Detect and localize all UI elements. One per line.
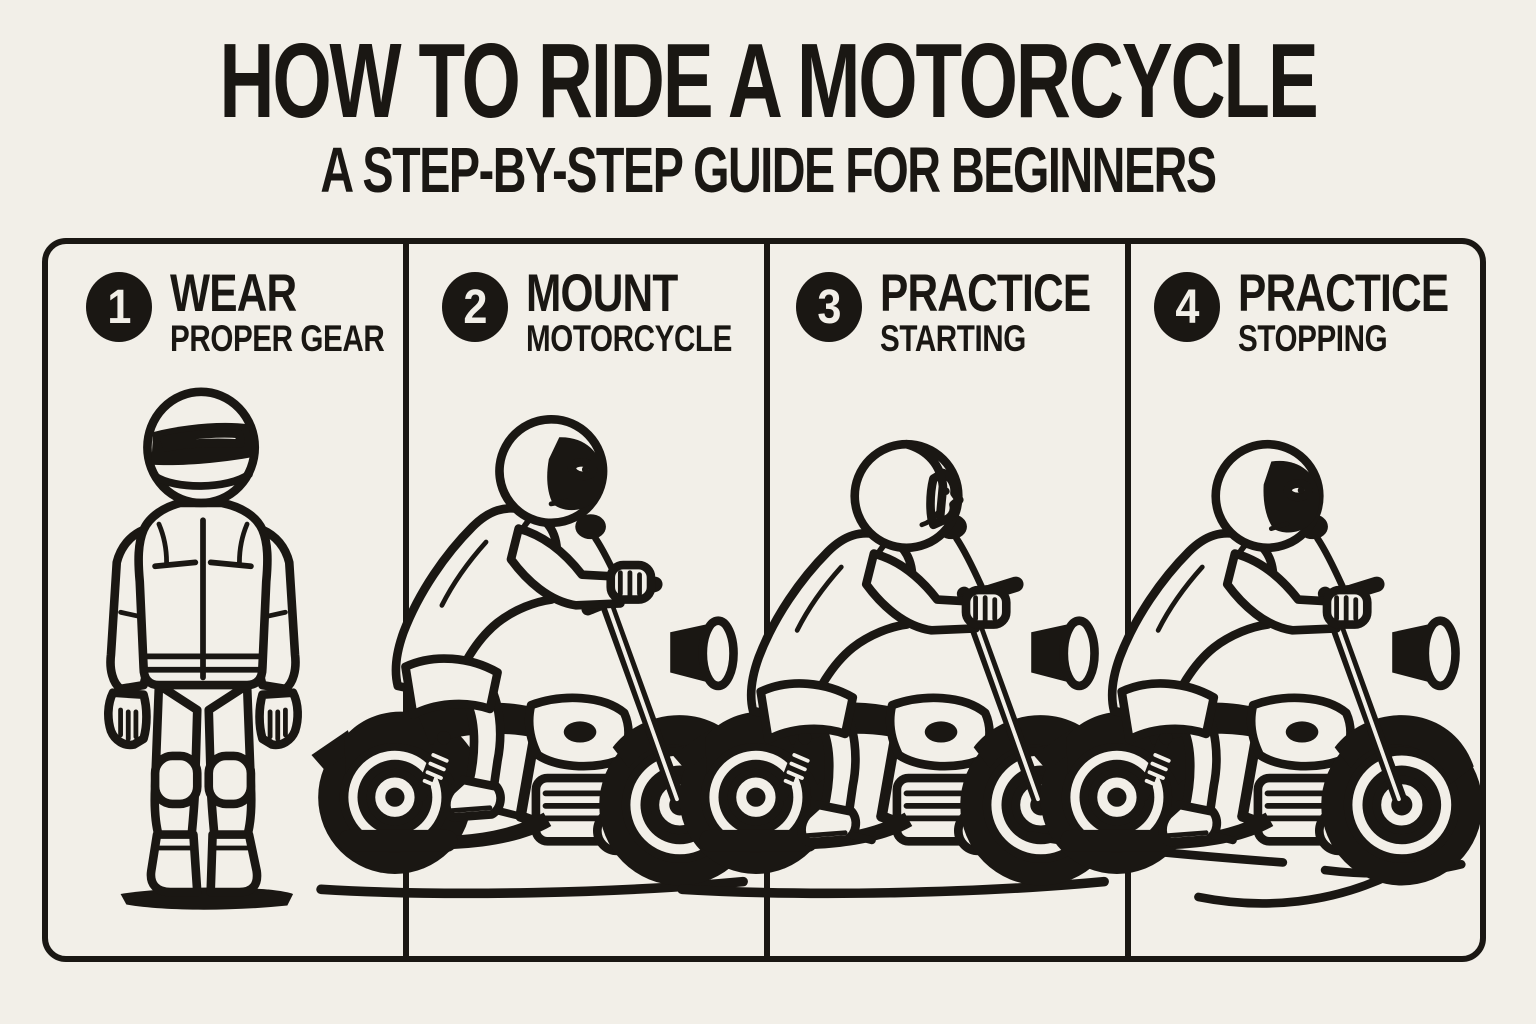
step-3-title: PRACTICE [880,264,1091,323]
step-2-title: MOUNT [526,264,678,323]
panel-stopping-header: 4 PRACTICE STOPPING [1154,264,1501,359]
step-4-number-badge: 4 [1154,272,1220,342]
panel-divider-2 [764,244,770,956]
page-title: HOW TO RIDE A MOTORCYCLE [219,22,1318,140]
step-4-title: PRACTICE [1238,264,1449,323]
step-4-number: 4 [1174,280,1200,334]
steps-frame: 1 WEAR PROPER GEAR 2 MOUNT MOTORCYCLE 3 … [42,238,1486,962]
practice-starting-illustration [655,402,1135,899]
panel-starting-header: 3 PRACTICE STARTING [796,264,1143,359]
header: HOW TO RIDE A MOTORCYCLE A STEP-BY-STEP … [0,28,1536,202]
panel-divider-3 [1125,244,1131,956]
step-2-subtitle: MOTORCYCLE [526,317,732,359]
step-3-number: 3 [816,280,842,334]
step-2-number: 2 [462,280,488,334]
panel-divider-1 [403,244,409,956]
step-2-number-badge: 2 [442,272,508,342]
step-1-subtitle: PROPER GEAR [170,317,385,359]
step-1-number-badge: 1 [86,272,152,342]
step-1-title: WEAR [170,264,297,323]
panel-mount-header: 2 MOUNT MOTORCYCLE [442,264,783,359]
step-4-subtitle: STOPPING [1238,317,1388,359]
step-3-number-badge: 3 [796,272,862,342]
page-subtitle: A STEP-BY-STEP GUIDE FOR BEGINNERS [320,134,1217,206]
step-3-subtitle: STARTING [880,317,1026,359]
panel-wear-gear-header: 1 WEAR PROPER GEAR [86,264,438,359]
standing-rider-illustration [104,387,302,910]
step-1-number: 1 [106,280,132,334]
practice-stopping-illustration [1026,402,1496,908]
